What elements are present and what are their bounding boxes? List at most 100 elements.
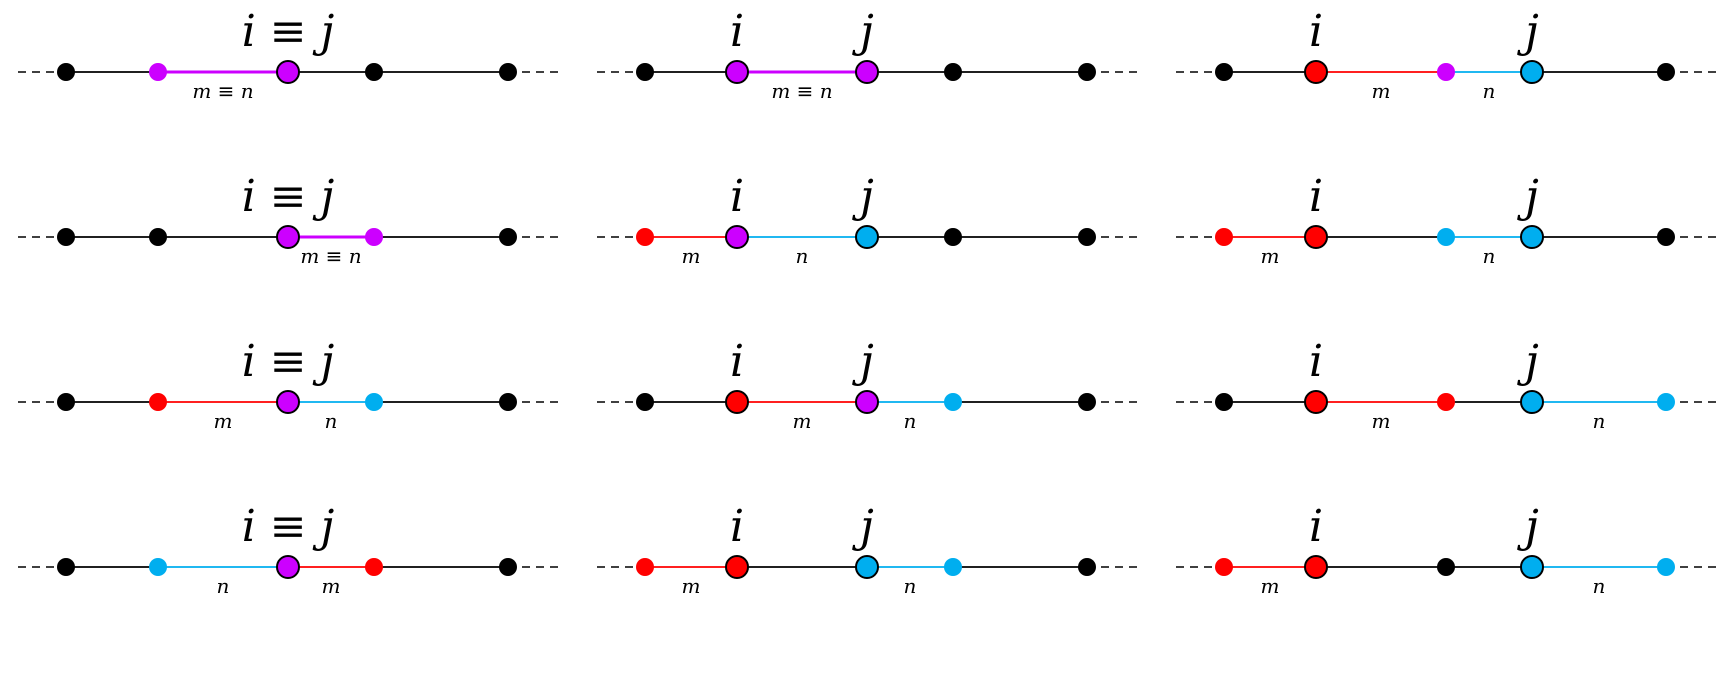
site-node-marked	[276, 390, 300, 414]
site-node	[1215, 228, 1233, 246]
site-node	[365, 393, 383, 411]
site-node	[1215, 393, 1233, 411]
site-node	[149, 228, 167, 246]
site-label: j	[1516, 6, 1539, 57]
site-node	[1437, 558, 1455, 576]
panel-12: m n i j	[1176, 501, 1716, 598]
site-label: i	[730, 336, 744, 387]
edge-label: m	[322, 574, 341, 598]
site-node	[499, 393, 517, 411]
site-node-marked	[725, 225, 749, 249]
site-node	[1437, 393, 1455, 411]
panel-4: m ≡ ni ≡ j	[18, 171, 558, 268]
panel-8: m n i j	[597, 336, 1137, 433]
site-node	[1657, 63, 1675, 81]
site-node	[1078, 63, 1096, 81]
edge-label: n	[1483, 244, 1496, 268]
site-node	[636, 393, 654, 411]
site-node	[636, 558, 654, 576]
panel-10: n m i ≡ j	[18, 501, 558, 598]
site-node	[499, 228, 517, 246]
site-label: j	[851, 171, 874, 222]
site-node-marked	[1520, 60, 1544, 84]
site-label: j	[851, 501, 874, 552]
edge-label: m	[793, 409, 812, 433]
site-node-marked	[855, 225, 879, 249]
site-node-marked	[1304, 555, 1328, 579]
edge-label: m	[1372, 409, 1391, 433]
site-node	[1078, 228, 1096, 246]
site-node	[1657, 228, 1675, 246]
site-label: i ≡ j	[242, 6, 335, 57]
edge-label: m ≡ n	[300, 244, 361, 268]
site-label: i	[1309, 501, 1323, 552]
site-node-marked	[855, 555, 879, 579]
site-node	[1657, 393, 1675, 411]
site-node-marked	[855, 60, 879, 84]
site-label: i	[1309, 6, 1323, 57]
panel-6: m n i j	[1176, 171, 1716, 268]
site-label: i	[1309, 171, 1323, 222]
site-node	[57, 228, 75, 246]
site-label: i	[730, 6, 744, 57]
site-node	[1215, 63, 1233, 81]
edge-label: m	[1372, 79, 1391, 103]
site-node-marked	[276, 60, 300, 84]
site-label: i ≡ j	[242, 336, 335, 387]
site-label: i	[730, 501, 744, 552]
site-node	[149, 558, 167, 576]
edge-label: n	[796, 244, 809, 268]
site-node	[1657, 558, 1675, 576]
site-node	[1437, 63, 1455, 81]
site-node	[636, 63, 654, 81]
site-node	[365, 558, 383, 576]
site-label: j	[1516, 501, 1539, 552]
panel-1: m ≡ n i ≡ j	[18, 6, 558, 103]
site-node	[149, 393, 167, 411]
site-node-marked	[276, 225, 300, 249]
panel-9: m n i j	[1176, 336, 1716, 433]
site-label: j	[851, 6, 874, 57]
site-node-marked	[1520, 390, 1544, 414]
edge-label: m	[1261, 574, 1280, 598]
site-label: i ≡ j	[242, 501, 335, 552]
edge-label: m	[214, 409, 233, 433]
edge-label: n	[904, 409, 917, 433]
edge-label: m	[682, 244, 701, 268]
panel-11: m n i j	[597, 501, 1137, 598]
site-node	[944, 63, 962, 81]
site-node	[57, 558, 75, 576]
site-node	[1437, 228, 1455, 246]
edge-label: m	[682, 574, 701, 598]
site-node	[636, 228, 654, 246]
edge-label: n	[217, 574, 230, 598]
site-node	[57, 63, 75, 81]
site-node	[1215, 558, 1233, 576]
site-node-marked	[1304, 390, 1328, 414]
edge-label: n	[1593, 574, 1606, 598]
site-node	[1078, 393, 1096, 411]
site-node-marked	[725, 390, 749, 414]
edge-label: m ≡ n	[192, 79, 253, 103]
site-node-marked	[725, 555, 749, 579]
site-node-marked	[1520, 555, 1544, 579]
site-node	[365, 63, 383, 81]
site-node	[944, 558, 962, 576]
site-label: j	[851, 336, 874, 387]
site-node	[499, 63, 517, 81]
site-node	[944, 228, 962, 246]
site-label: i	[1309, 336, 1323, 387]
edge-label: m ≡ n	[771, 79, 832, 103]
site-node	[57, 393, 75, 411]
edge-label: n	[904, 574, 917, 598]
site-label: j	[1516, 171, 1539, 222]
site-label: j	[1516, 336, 1539, 387]
edge-label: m	[1261, 244, 1280, 268]
edge-label: n	[1593, 409, 1606, 433]
site-node-marked	[855, 390, 879, 414]
site-node-marked	[1304, 225, 1328, 249]
site-node-marked	[1304, 60, 1328, 84]
